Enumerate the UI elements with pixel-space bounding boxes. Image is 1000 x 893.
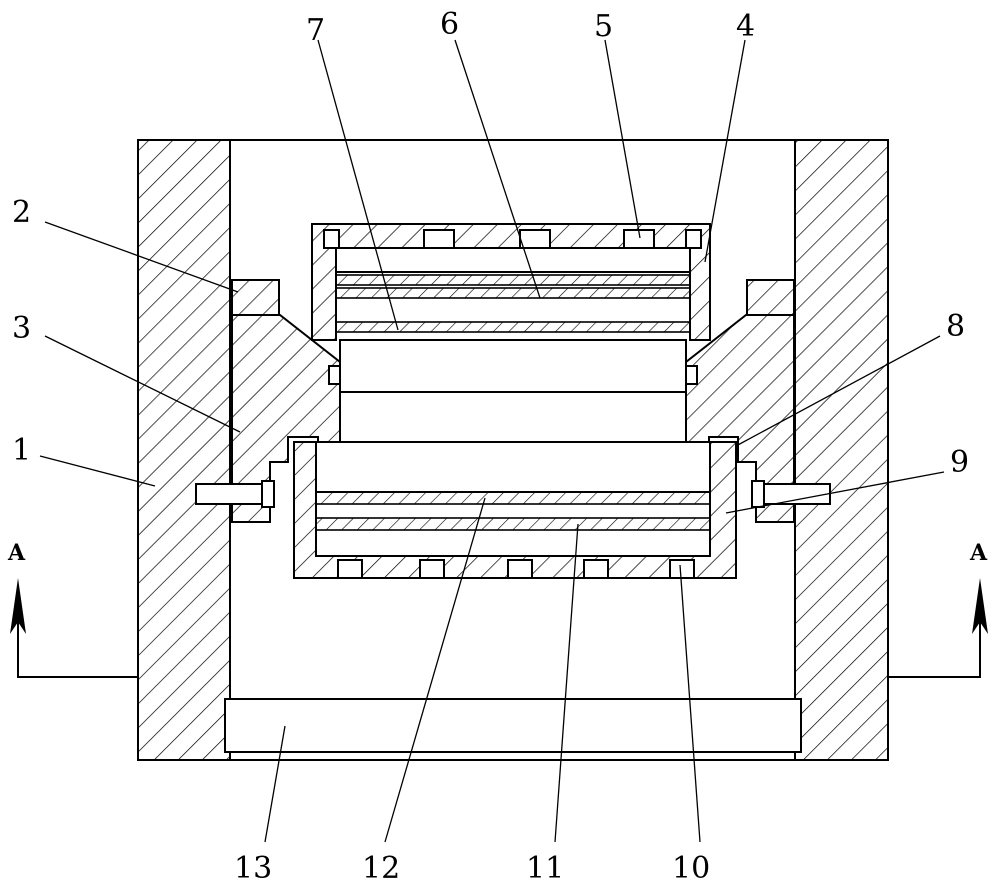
section-label-left: A [7, 540, 26, 566]
lower-mesh-layer [315, 517, 711, 531]
part-labels: 2 3 1 7 6 5 4 8 9 10 11 12 13 [12, 7, 969, 886]
central-body [315, 339, 711, 493]
right-angled-support [685, 314, 795, 523]
base-plate [224, 698, 802, 753]
section-mark-left: A [7, 540, 138, 678]
label-13: 13 [234, 851, 272, 886]
upper-filter-layer-2 [335, 287, 691, 299]
label-5: 5 [594, 9, 613, 44]
left-top-block [231, 279, 280, 316]
right-housing-wall [794, 139, 889, 761]
left-angled-support [231, 314, 341, 523]
label-11: 11 [526, 851, 564, 886]
upper-cup [311, 223, 711, 341]
lower-filter-layer [315, 491, 711, 505]
label-2: 2 [12, 195, 31, 230]
right-side-pin [759, 483, 831, 505]
right-top-block [746, 279, 795, 316]
label-10: 10 [672, 851, 710, 886]
right-support [678, 279, 831, 523]
section-mark-right: A [888, 540, 988, 678]
leader-lines [39, 39, 945, 843]
left-housing-wall [137, 139, 231, 761]
label-7: 7 [306, 13, 325, 48]
upper-filter-layer [335, 274, 691, 286]
left-support [195, 279, 348, 523]
label-6: 6 [440, 7, 459, 42]
label-8: 8 [946, 309, 965, 344]
label-12: 12 [362, 851, 400, 886]
label-9: 9 [950, 445, 969, 480]
upper-mesh-layer [335, 321, 691, 333]
section-label-right: A [969, 540, 988, 566]
outer-housing [137, 139, 889, 761]
left-side-pin [195, 483, 265, 505]
label-3: 3 [12, 311, 31, 346]
label-4: 4 [736, 9, 755, 44]
lower-cup [293, 441, 737, 579]
section-arrow-icon [10, 578, 26, 634]
label-1: 1 [12, 433, 31, 468]
section-arrow-icon [972, 578, 988, 634]
